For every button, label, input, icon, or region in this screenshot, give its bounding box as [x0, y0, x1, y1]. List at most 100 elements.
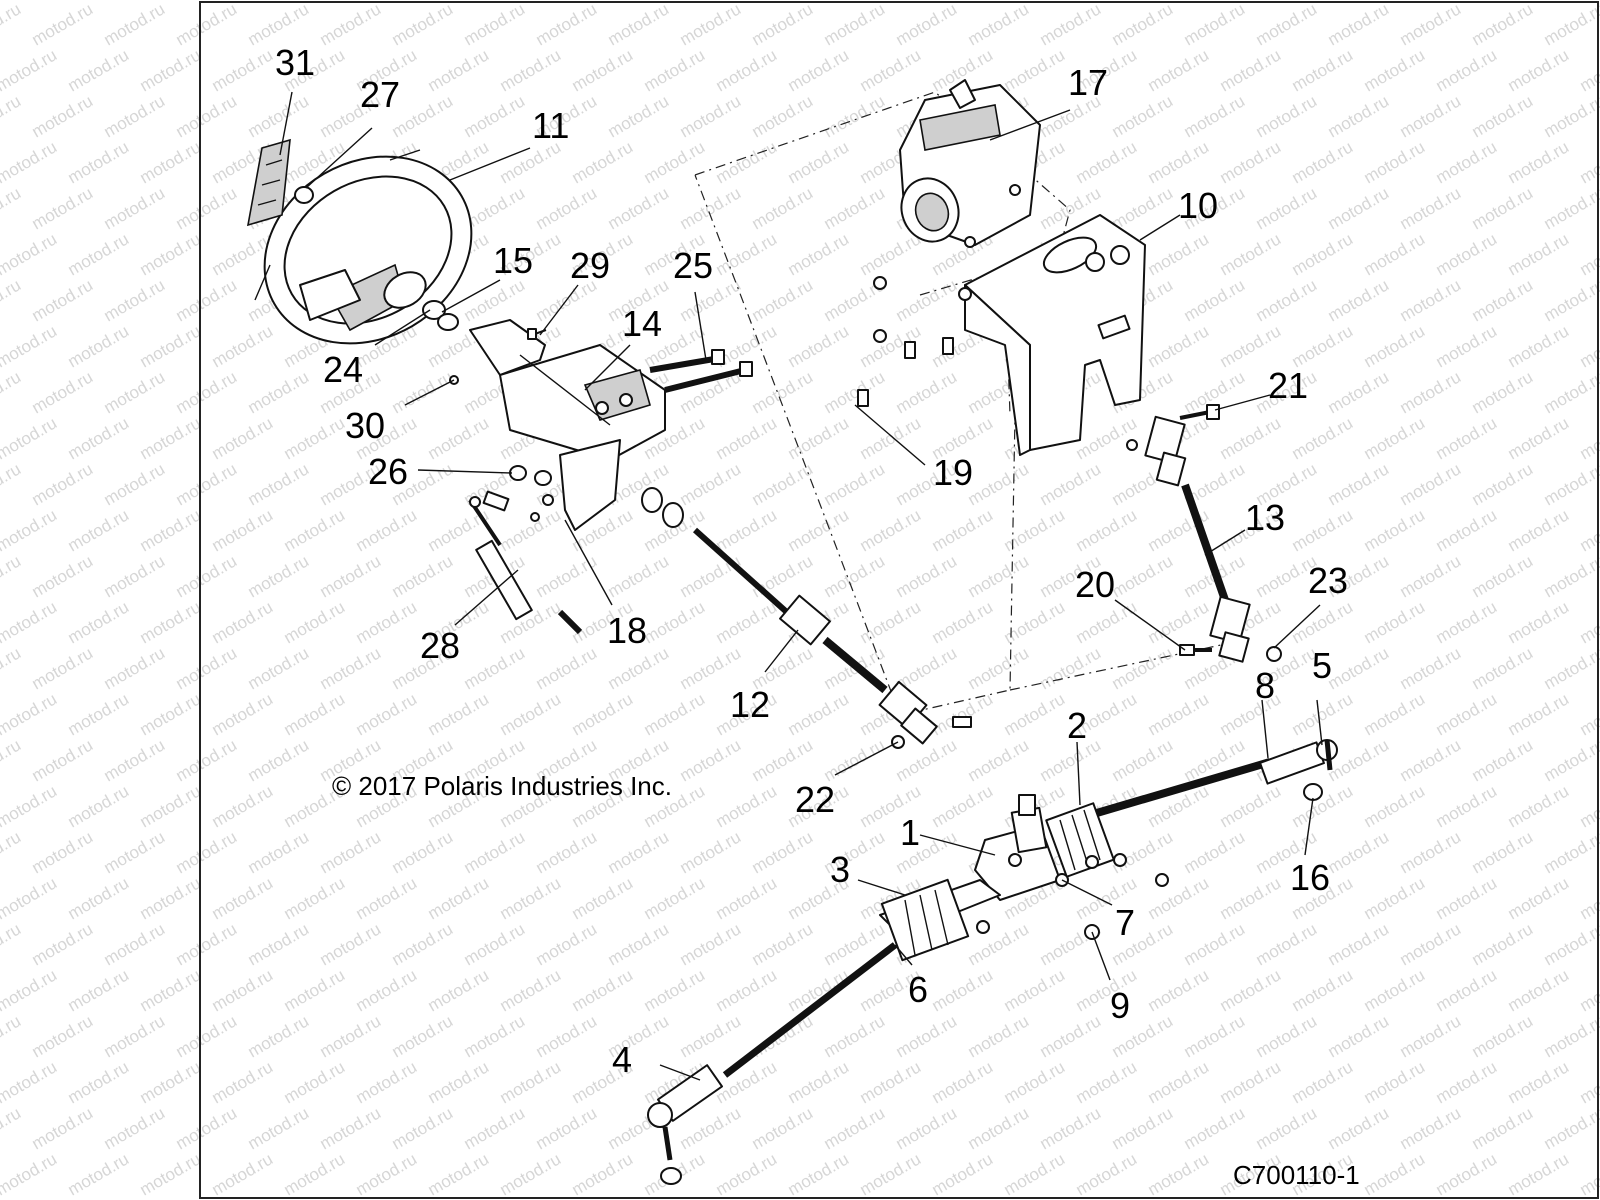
watermark-text: motod.ru: [0, 0, 24, 49]
watermark-text: motod.ru: [677, 1011, 745, 1061]
watermark-text: motod.ru: [0, 1103, 24, 1153]
watermark-text: motod.ru: [1433, 505, 1501, 555]
watermark-text: motod.ru: [1001, 505, 1069, 555]
watermark-text: motod.ru: [1433, 413, 1501, 463]
callout-7: 7: [1115, 902, 1135, 943]
watermark-text: motod.ru: [1145, 597, 1213, 647]
watermark-text: motod.ru: [1469, 735, 1537, 785]
watermark-text: motod.ru: [497, 1149, 565, 1199]
watermark-text: motod.ru: [1217, 873, 1285, 923]
watermark-text: motod.ru: [137, 1057, 205, 1107]
watermark-text: motod.ru: [425, 413, 493, 463]
watermark-text: motod.ru: [173, 275, 241, 325]
watermark-text: motod.ru: [749, 275, 817, 325]
watermark-text: motod.ru: [821, 1103, 889, 1153]
watermark-text: motod.ru: [137, 505, 205, 555]
watermark-text: motod.ru: [1433, 689, 1501, 739]
watermark-text: motod.ru: [1001, 597, 1069, 647]
watermark-text: motod.ru: [425, 965, 493, 1015]
watermark-text: motod.ru: [1577, 873, 1600, 923]
watermark-text: motod.ru: [389, 551, 457, 601]
watermark-text: motod.ru: [137, 321, 205, 371]
watermark-text: motod.ru: [29, 735, 97, 785]
watermark-text: motod.ru: [0, 735, 24, 785]
watermark-text: motod.ru: [1325, 643, 1393, 693]
watermark-text: motod.ru: [569, 689, 637, 739]
watermark-text: motod.ru: [137, 689, 205, 739]
watermark-text: motod.ru: [821, 735, 889, 785]
watermark-text: motod.ru: [1397, 91, 1465, 141]
callout-9: 9: [1110, 985, 1130, 1026]
watermark-text: motod.ru: [29, 1011, 97, 1061]
watermark-text: motod.ru: [1325, 91, 1393, 141]
watermark-text: motod.ru: [281, 689, 349, 739]
watermark-text: motod.ru: [65, 413, 133, 463]
watermark-text: motod.ru: [1505, 413, 1573, 463]
watermark-text: motod.ru: [893, 1103, 961, 1153]
watermark-text: motod.ru: [0, 459, 24, 509]
watermark-text: motod.ru: [173, 183, 241, 233]
watermark-text: motod.ru: [0, 183, 24, 233]
watermark-text: motod.ru: [1145, 689, 1213, 739]
watermark-text: motod.ru: [1037, 1011, 1105, 1061]
watermark-text: motod.ru: [1109, 91, 1177, 141]
watermark-text: motod.ru: [749, 367, 817, 417]
watermark-text: motod.ru: [749, 827, 817, 877]
callout-23: 23: [1308, 560, 1348, 601]
bolt-21: [1179, 404, 1220, 420]
watermark-text: motod.ru: [245, 551, 313, 601]
watermark-text: motod.ru: [749, 1011, 817, 1061]
watermark-text: motod.ru: [173, 91, 241, 141]
watermark-text: motod.ru: [1109, 827, 1177, 877]
watermark-text: motod.ru: [1505, 45, 1573, 95]
callout-1: 1: [900, 812, 920, 853]
callout-19: 19: [933, 452, 973, 493]
watermark-text: motod.ru: [353, 1057, 421, 1107]
watermark-text: motod.ru: [1037, 0, 1105, 49]
watermark-text: motod.ru: [209, 873, 277, 923]
callout-8: 8: [1255, 665, 1275, 706]
watermark-text: motod.ru: [101, 367, 169, 417]
callout-10: 10: [1178, 185, 1218, 226]
watermark-text: motod.ru: [1037, 459, 1105, 509]
watermark-text: motod.ru: [569, 1149, 637, 1199]
washer-small: [530, 512, 540, 522]
watermark-text: motod.ru: [281, 965, 349, 1015]
watermark-text: motod.ru: [317, 643, 385, 693]
watermark-text: motod.ru: [1109, 183, 1177, 233]
leader-lines: [279, 91, 1323, 1081]
watermark-text: motod.ru: [749, 91, 817, 141]
watermark-text: motod.ru: [281, 413, 349, 463]
watermark-text: motod.ru: [461, 643, 529, 693]
watermark-text: motod.ru: [0, 551, 24, 601]
callout-4: 4: [612, 1039, 632, 1080]
watermark-text: motod.ru: [65, 597, 133, 647]
watermark-text: motod.ru: [497, 505, 565, 555]
watermark-text: motod.ru: [1577, 321, 1600, 371]
watermark-text: motod.ru: [0, 505, 60, 555]
callout-17: 17: [1068, 62, 1108, 103]
watermark-text: motod.ru: [1289, 229, 1357, 279]
watermark-text: motod.ru: [1217, 45, 1285, 95]
watermark-text: motod.ru: [1577, 1057, 1600, 1107]
column-bracket: [469, 319, 666, 531]
watermark-text: motod.ru: [1505, 137, 1573, 187]
watermark-text: motod.ru: [605, 551, 673, 601]
watermark-text: motod.ru: [65, 1149, 133, 1199]
watermark-text: motod.ru: [1469, 367, 1537, 417]
watermark-text: motod.ru: [929, 1057, 997, 1107]
watermark-text: motod.ru: [209, 1149, 277, 1199]
watermark-text: motod.ru: [1541, 367, 1600, 417]
watermark-text: motod.ru: [425, 45, 493, 95]
watermark-text: motod.ru: [317, 919, 385, 969]
watermark-text: motod.ru: [353, 1149, 421, 1199]
watermark-text: motod.ru: [1325, 1011, 1393, 1061]
watermark-text: motod.ru: [965, 1011, 1033, 1061]
watermark-text: motod.ru: [713, 1149, 781, 1199]
watermark-text: motod.ru: [965, 1103, 1033, 1153]
callout-18: 18: [607, 610, 647, 651]
watermark-text: motod.ru: [1181, 1103, 1249, 1153]
watermark-text: motod.ru: [425, 1057, 493, 1107]
watermark-text: motod.ru: [785, 1057, 853, 1107]
watermark-text: motod.ru: [1433, 321, 1501, 371]
